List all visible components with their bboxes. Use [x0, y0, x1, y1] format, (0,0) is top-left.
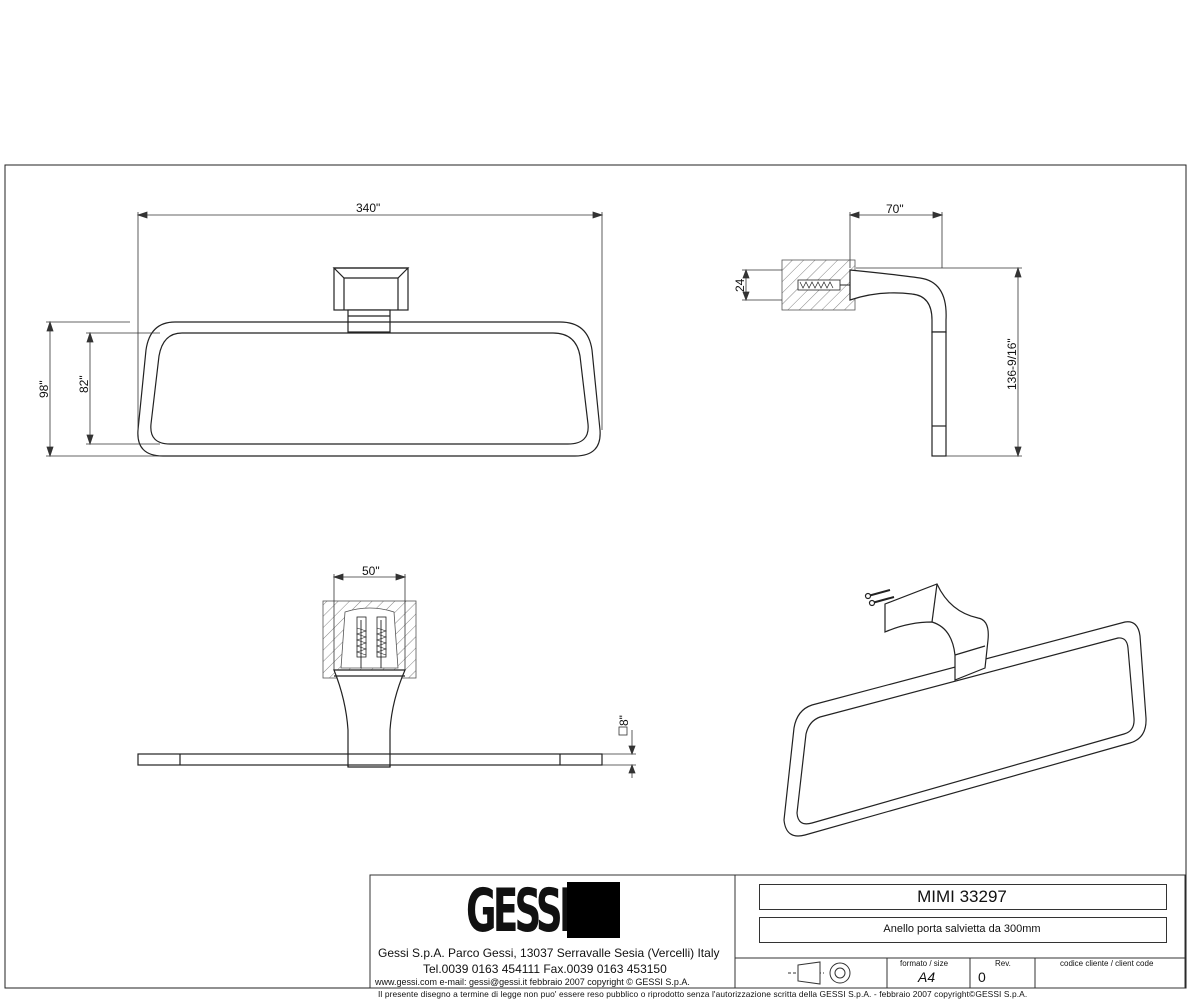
dim-width-front: 340": [356, 201, 380, 215]
top-anchor-right: [376, 616, 387, 658]
dim-height-outer: 98": [37, 380, 51, 398]
gessi-logo-text: GESSI: [466, 876, 573, 946]
front-ring-outer: [137, 321, 601, 457]
legal-notice: Il presente disegno a termine di legge n…: [378, 989, 1028, 999]
front-dimensions: [46, 211, 604, 458]
format-value: A4: [918, 969, 936, 985]
side-dimensions: [742, 211, 1022, 458]
iso-mount: [884, 583, 989, 681]
rev-label: Rev.: [995, 959, 1011, 968]
front-wall-plate: [333, 267, 409, 311]
top-mount-body: [333, 669, 406, 768]
format-label: formato / size: [900, 959, 949, 968]
square-symbol: [618, 726, 628, 736]
dim-side-depth: 70": [886, 202, 904, 216]
dim-top-thickness: 8": [617, 715, 631, 726]
top-view: [137, 600, 603, 768]
dim-top-width: 50": [362, 564, 380, 578]
dim-side-plate: 24: [733, 278, 747, 292]
isometric-view: [783, 583, 1147, 837]
company-address: Gessi S.p.A. Parco Gessi, 13037 Serraval…: [378, 946, 720, 960]
model-box: [759, 884, 1167, 910]
description-box: [759, 917, 1167, 943]
drawing-border: [4, 164, 1187, 989]
company-phone: Tel.0039 0163 454111 Fax.0039 0163 45315…: [423, 962, 667, 976]
front-post: [347, 309, 391, 333]
side-view: [781, 259, 947, 457]
dim-height-inner: 82": [77, 375, 91, 393]
side-ring-bar: [931, 331, 947, 457]
top-anchor-left: [356, 616, 367, 658]
front-ring-inner: [150, 332, 589, 445]
client-code-label: codice cliente / client code: [1060, 959, 1154, 968]
top-ring-bar: [137, 753, 603, 766]
projection-symbol-icon: [788, 961, 851, 985]
model-name: MIMI 33297: [917, 887, 1007, 906]
side-arm: [849, 269, 947, 333]
title-block-frame: [369, 874, 1186, 989]
model-description: Anello porta salvietta da 300mm: [883, 923, 1041, 935]
gessi-logo-block: [567, 882, 620, 938]
top-dimensions: [332, 573, 636, 778]
gessi-logo: GESSI: [466, 876, 626, 946]
iso-ring-inner: [796, 637, 1135, 825]
iso-ring-outer: [783, 621, 1147, 837]
company-web: www.gessi.com e-mail: gessi@gessi.it feb…: [375, 977, 690, 987]
rev-value: 0: [978, 969, 986, 985]
dim-side-height: 136-9/16": [1005, 338, 1019, 390]
front-view: [137, 267, 601, 457]
